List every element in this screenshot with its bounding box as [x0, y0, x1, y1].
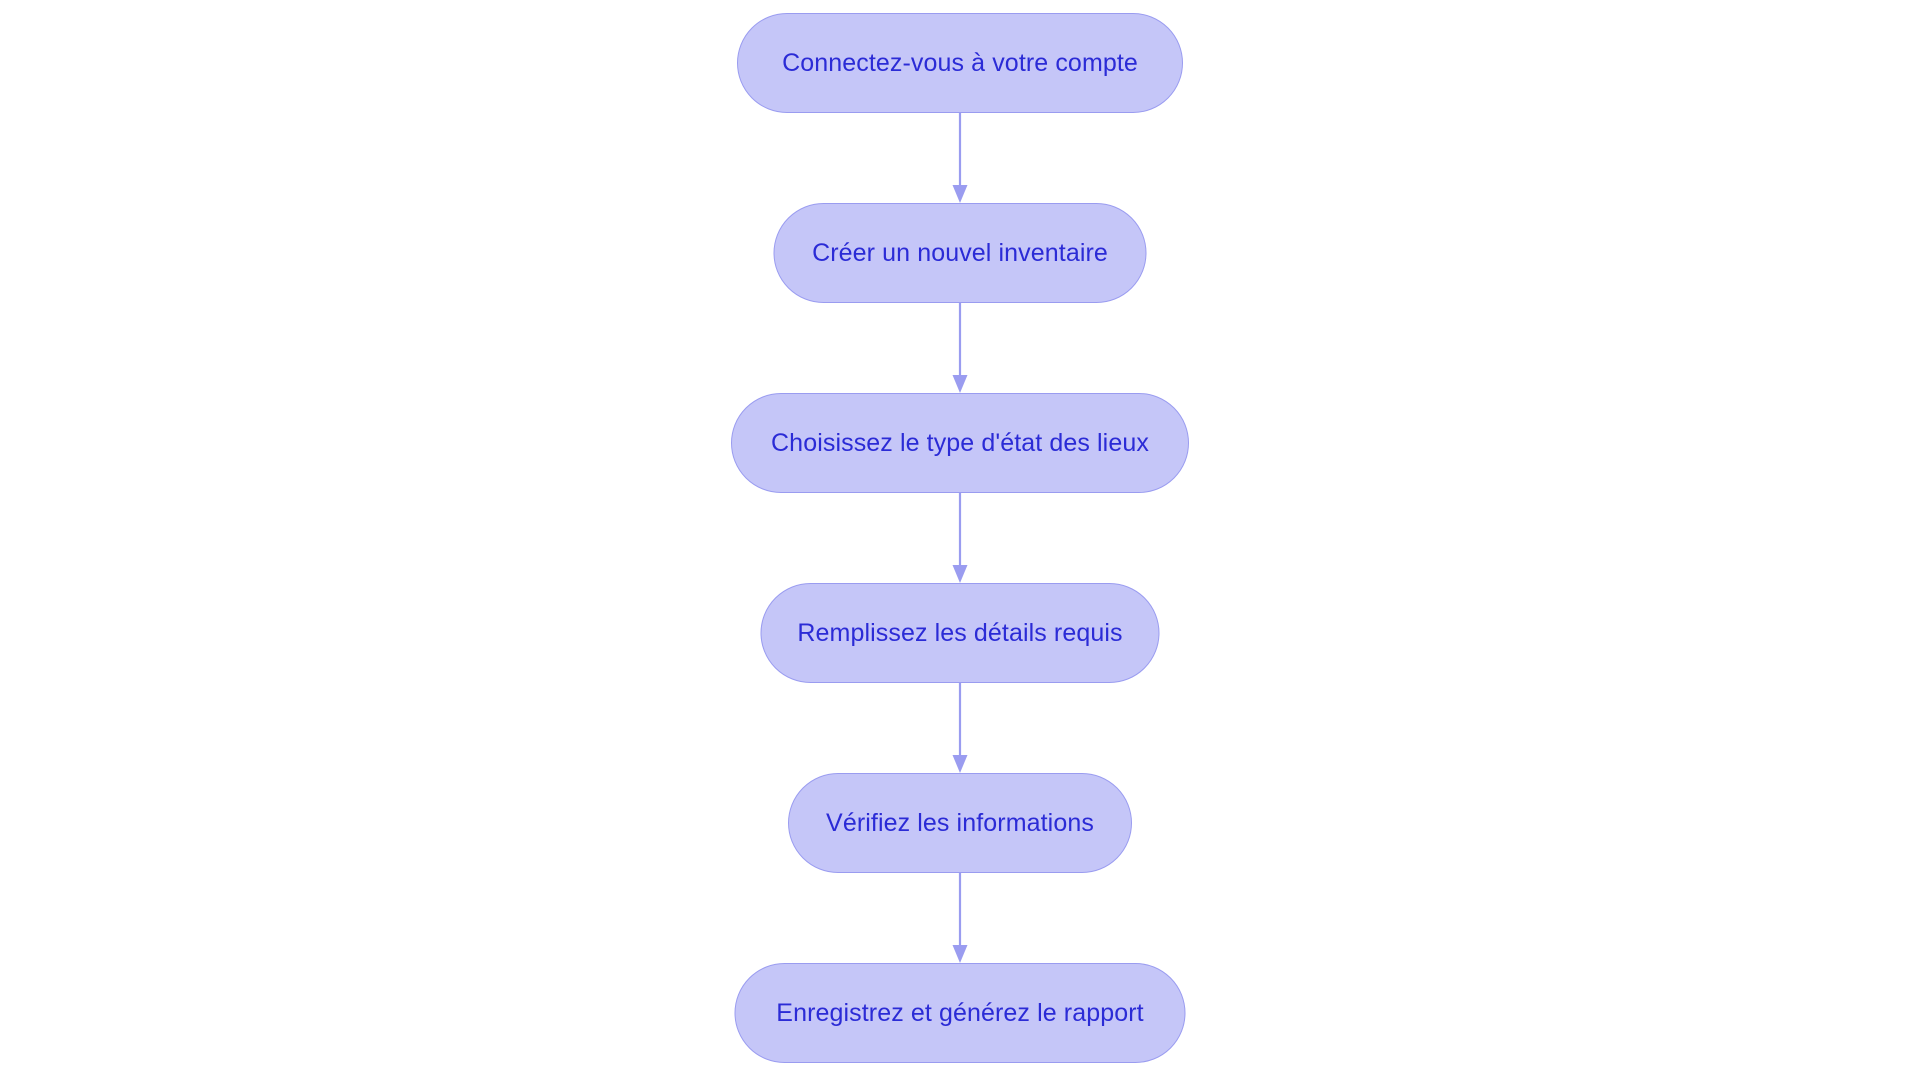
- node-label: Remplissez les détails requis: [797, 618, 1123, 647]
- flowchart-node-step-1[interactable]: Connectez-vous à votre compte: [737, 13, 1183, 113]
- arrow-icon: [952, 683, 968, 773]
- node-label: Enregistrez et générez le rapport: [776, 998, 1144, 1027]
- connector-n2-n3: [948, 303, 972, 393]
- flowchart-node-step-5[interactable]: Vérifiez les informations: [788, 773, 1132, 873]
- node-label: Connectez-vous à votre compte: [782, 48, 1138, 77]
- node-label: Choisissez le type d'état des lieux: [771, 428, 1149, 457]
- connector-n5-n6: [948, 873, 972, 963]
- arrow-icon: [952, 303, 968, 393]
- connector-n4-n5: [948, 683, 972, 773]
- connector-n1-n2: [948, 113, 972, 203]
- connector-n3-n4: [948, 493, 972, 583]
- flowchart-node-step-4[interactable]: Remplissez les détails requis: [760, 583, 1160, 683]
- arrow-icon: [952, 873, 968, 963]
- flowchart-node-step-3[interactable]: Choisissez le type d'état des lieux: [731, 393, 1189, 493]
- arrow-icon: [952, 493, 968, 583]
- node-label: Créer un nouvel inventaire: [812, 238, 1108, 267]
- arrow-icon: [952, 113, 968, 203]
- node-label: Vérifiez les informations: [826, 808, 1094, 837]
- flowchart-node-step-6[interactable]: Enregistrez et générez le rapport: [734, 963, 1186, 1063]
- flowchart-node-step-2[interactable]: Créer un nouvel inventaire: [773, 203, 1147, 303]
